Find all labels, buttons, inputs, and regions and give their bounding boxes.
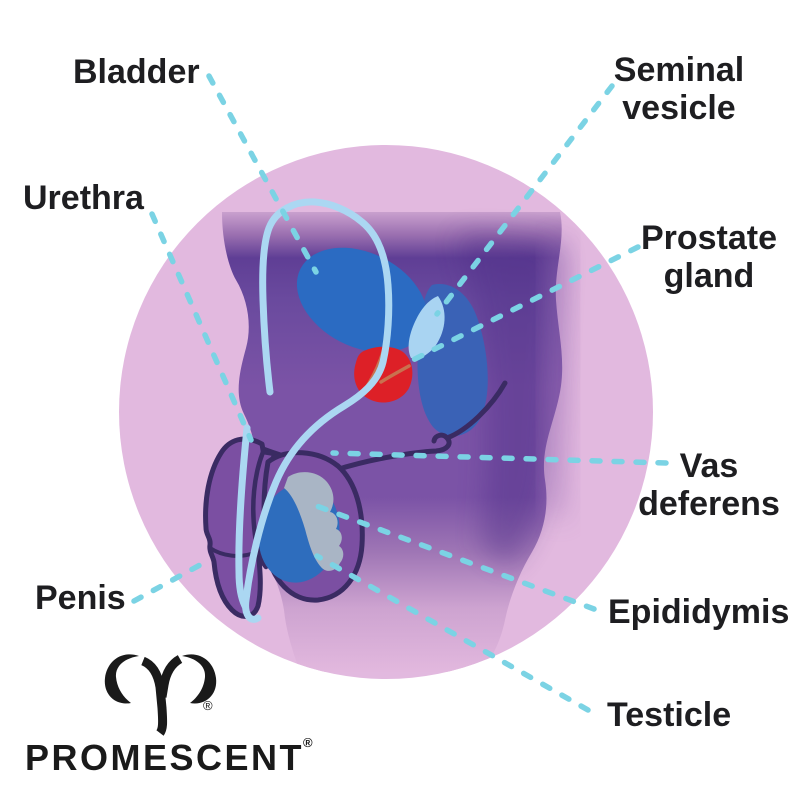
- ram-horn-right-arm: [157, 655, 183, 698]
- label-prostate-gland: Prostate gland: [641, 219, 777, 295]
- wordmark-registered-mark: ®: [303, 735, 313, 750]
- body-rim-highlight: [544, 240, 572, 520]
- logo-symbol-registered-mark: ®: [203, 698, 213, 713]
- epididymis-callout-line: [311, 502, 597, 612]
- ram-horn-left: [104, 654, 139, 704]
- label-prostate-gland-line1: Prostate: [640, 219, 778, 257]
- label-prostate-gland-line2: gland: [663, 257, 755, 295]
- label-testicle: Testicle: [607, 696, 732, 734]
- urethra-callout-line: [149, 211, 254, 443]
- epididymis-shape: [284, 472, 344, 571]
- label-epididymis: Epididymis: [608, 593, 790, 631]
- penis-callout-line: [131, 556, 214, 604]
- bladder-callout-line: [206, 73, 319, 275]
- label-vas-deferens-line2: deferens: [638, 485, 780, 523]
- label-penis: Penis: [35, 579, 126, 617]
- prostate-callout-line: [404, 244, 641, 366]
- label-vas-deferens-line1: Vas: [679, 447, 739, 485]
- label-bladder: Bladder: [73, 53, 200, 91]
- ram-horn-stem: [141, 656, 168, 736]
- promescent-wordmark-text: PROMESCENT: [25, 737, 305, 778]
- urethra-tube-shaft: [235, 424, 251, 610]
- seminal-vesicle-callout-line: [434, 83, 615, 317]
- label-urethra: Urethra: [23, 179, 144, 217]
- urethra-tube: [242, 198, 393, 623]
- label-seminal-vesicle: Seminal vesicle: [614, 51, 744, 127]
- promescent-wordmark: PROMESCENT®: [25, 735, 314, 779]
- label-seminal-vesicle-line2: vesicle: [622, 89, 736, 127]
- label-seminal-vesicle-line1: Seminal: [613, 51, 745, 89]
- testicle-callout-line: [314, 553, 591, 713]
- bladder-shape: [296, 247, 428, 353]
- ram-horn-right: [182, 654, 217, 704]
- promescent-ram-horns-icon: ®: [104, 654, 217, 736]
- body-shading-overlay: [458, 235, 560, 566]
- label-vas-deferens: Vas deferens: [638, 447, 780, 523]
